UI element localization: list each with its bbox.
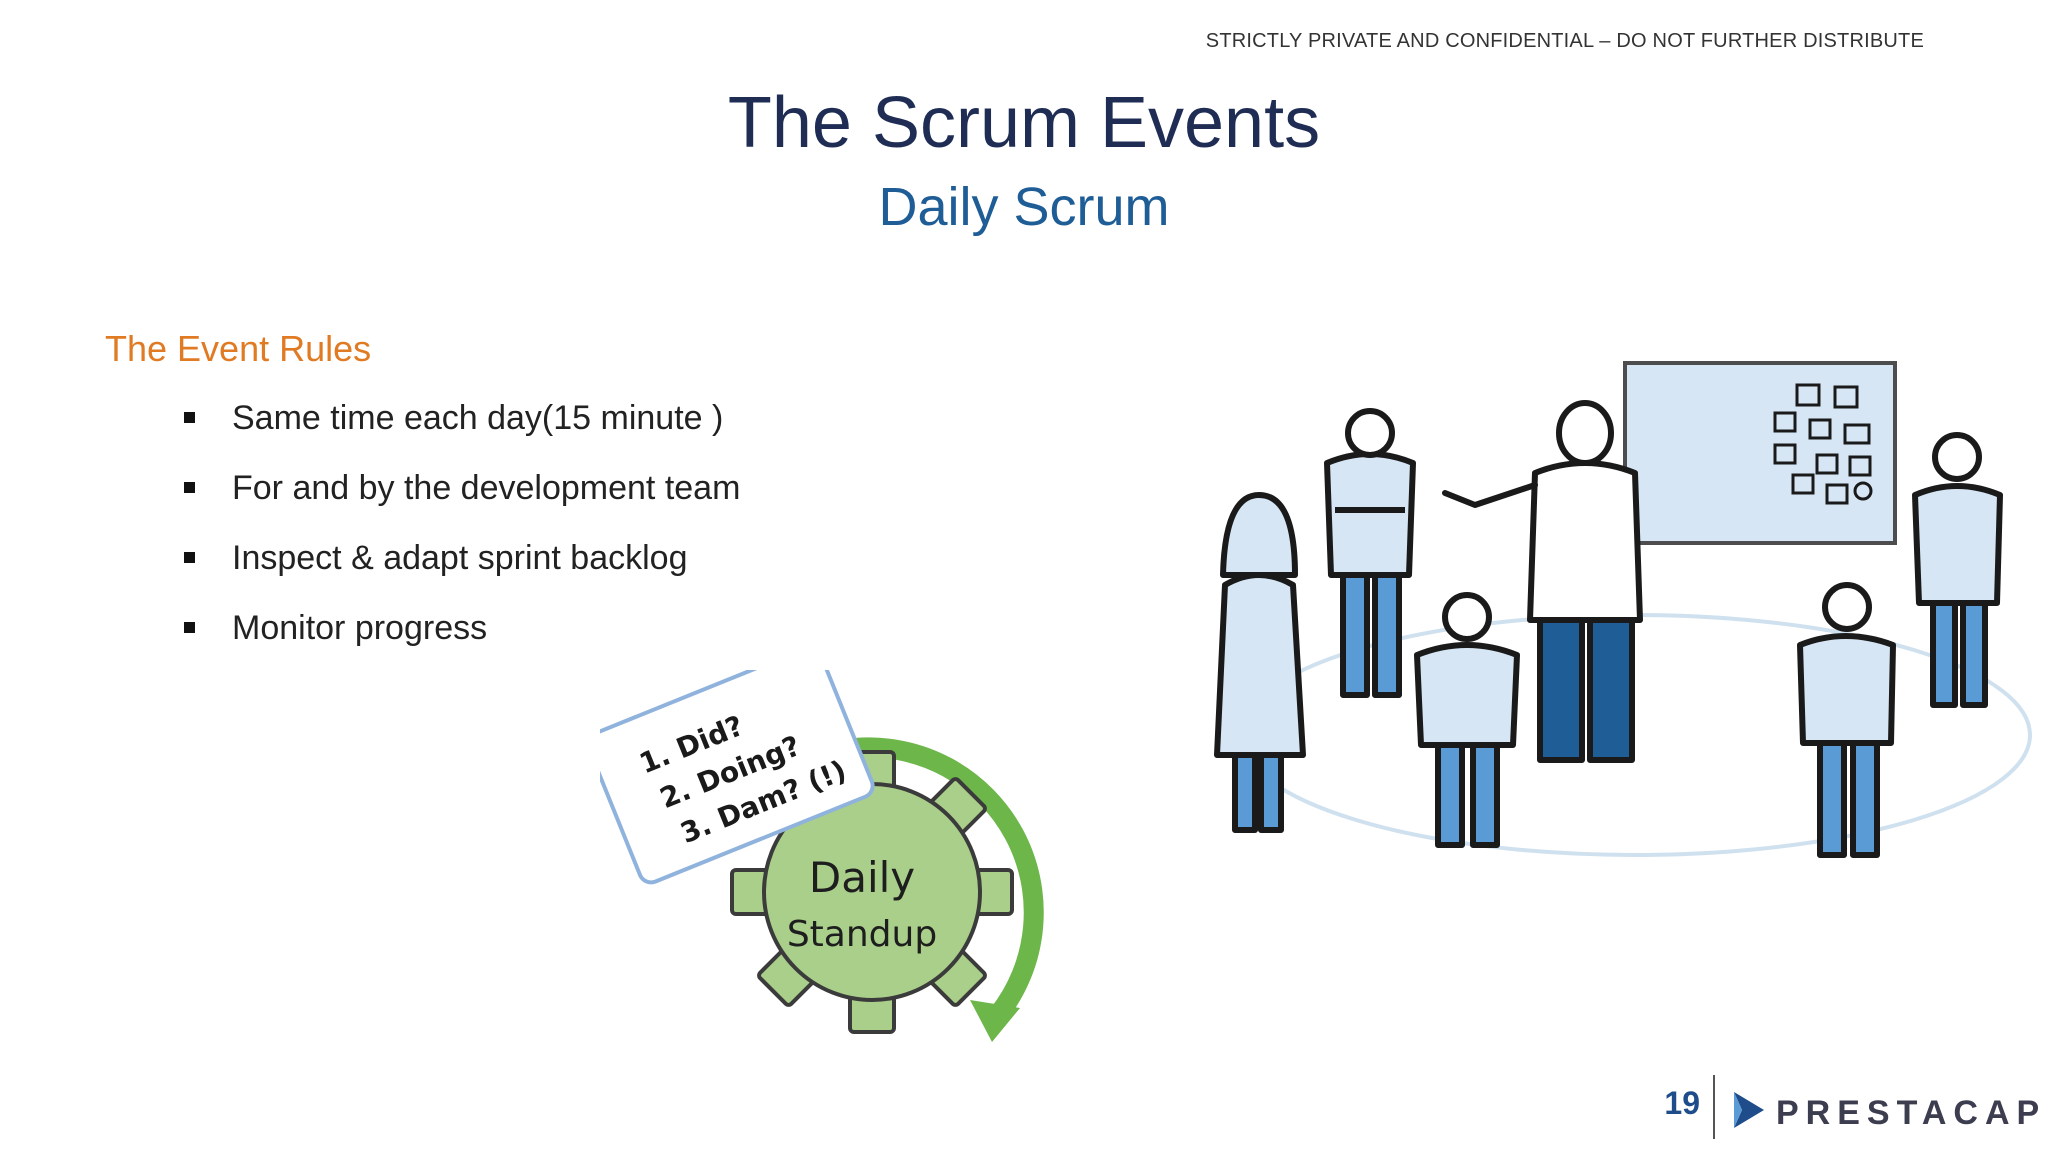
rules-list: Same time each day(15 minute ) For and b… <box>180 396 740 676</box>
list-item: Same time each day(15 minute ) <box>180 396 740 466</box>
daily-standup-illustration: Daily Standup 1. Did? 2. Doing? 3. Dam? … <box>600 670 1044 1042</box>
person-figure <box>1442 400 1643 763</box>
question-card: 1. Did? 2. Doing? 3. Dam? (!) <box>600 670 875 885</box>
rule-text: For and by the development team <box>232 469 741 507</box>
slide-subtitle: Daily Scrum <box>878 177 1170 237</box>
square-bullet-icon <box>184 412 195 423</box>
list-item: For and by the development team <box>180 466 740 536</box>
page-number: 19 <box>1664 1085 1700 1121</box>
person-figure <box>1324 408 1416 698</box>
gear-icon <box>730 750 1014 1034</box>
person-figure <box>1214 492 1306 833</box>
rule-text: Inspect & adapt sprint backlog <box>232 539 688 577</box>
square-bullet-icon <box>184 552 195 563</box>
list-item: Inspect & adapt sprint backlog <box>180 536 740 606</box>
person-figure <box>1912 432 2003 708</box>
cycle-arrow-icon <box>845 737 1044 1025</box>
square-bullet-icon <box>184 482 195 493</box>
rules-heading: The Event Rules <box>105 328 372 369</box>
rule-text: Same time each day(15 minute ) <box>232 399 724 437</box>
person-figure <box>1797 582 1896 858</box>
confidential-notice: STRICTLY PRIVATE AND CONFIDENTIAL – DO N… <box>1205 30 1924 52</box>
gear-label-standup: Standup <box>787 914 937 955</box>
person-figure <box>1414 592 1520 848</box>
logo-text: PRESTACAP <box>1776 1094 2047 1132</box>
prestacap-logo-icon <box>1734 1092 1764 1128</box>
cycle-arrowhead-icon <box>970 1000 1020 1042</box>
whiteboard <box>1623 361 1897 545</box>
team-standup-illustration <box>1214 361 2032 858</box>
slide-title: The Scrum Events <box>727 83 1321 163</box>
gear-label-daily: Daily <box>809 853 915 902</box>
rule-text: Monitor progress <box>232 609 488 647</box>
list-item: Monitor progress <box>180 606 740 676</box>
square-bullet-icon <box>184 622 195 633</box>
footer-divider <box>1713 1075 1715 1139</box>
